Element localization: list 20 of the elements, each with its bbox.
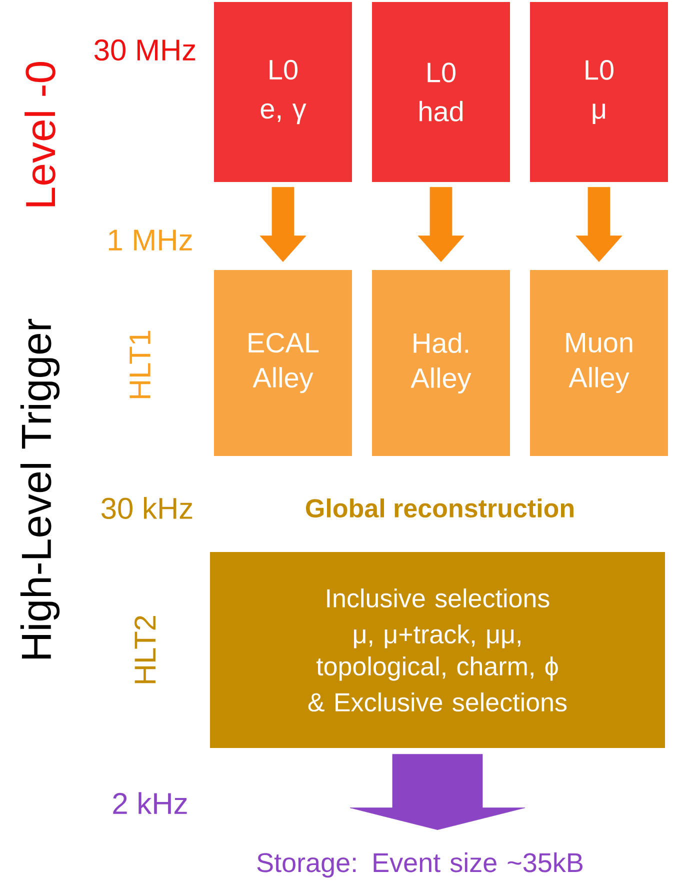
storage-text: Storage: Event size ~35kB	[257, 852, 582, 878]
l0-box: L0 had	[372, 2, 510, 182]
rate-label: 1 MHz	[108, 230, 192, 250]
stage-label: HLT1	[130, 330, 150, 398]
level-label: Level -0	[24, 62, 56, 206]
alley-box: ECAL Alley	[214, 270, 352, 456]
arrow	[260, 187, 306, 262]
l0-box: L0 e, γ	[214, 2, 352, 182]
rate-label: 2 kHz	[113, 792, 187, 814]
stage-label: HLT2	[134, 616, 156, 684]
step-label: Global reconstruction	[306, 498, 574, 518]
arrow	[576, 187, 622, 262]
alley-box: Muon Alley	[530, 270, 668, 456]
arrow	[418, 187, 464, 262]
selection-box: Inclusive selections μ, μ+track, μμ, topological, charm, ϕ & Exclusive selections	[210, 552, 665, 748]
alley-box: Had. Alley	[372, 270, 510, 456]
level-label: High-Level Trigger	[20, 318, 60, 658]
arrow	[350, 754, 526, 830]
l0-box: L0 μ	[530, 2, 668, 182]
rate-label: 30 kHz	[101, 497, 192, 520]
